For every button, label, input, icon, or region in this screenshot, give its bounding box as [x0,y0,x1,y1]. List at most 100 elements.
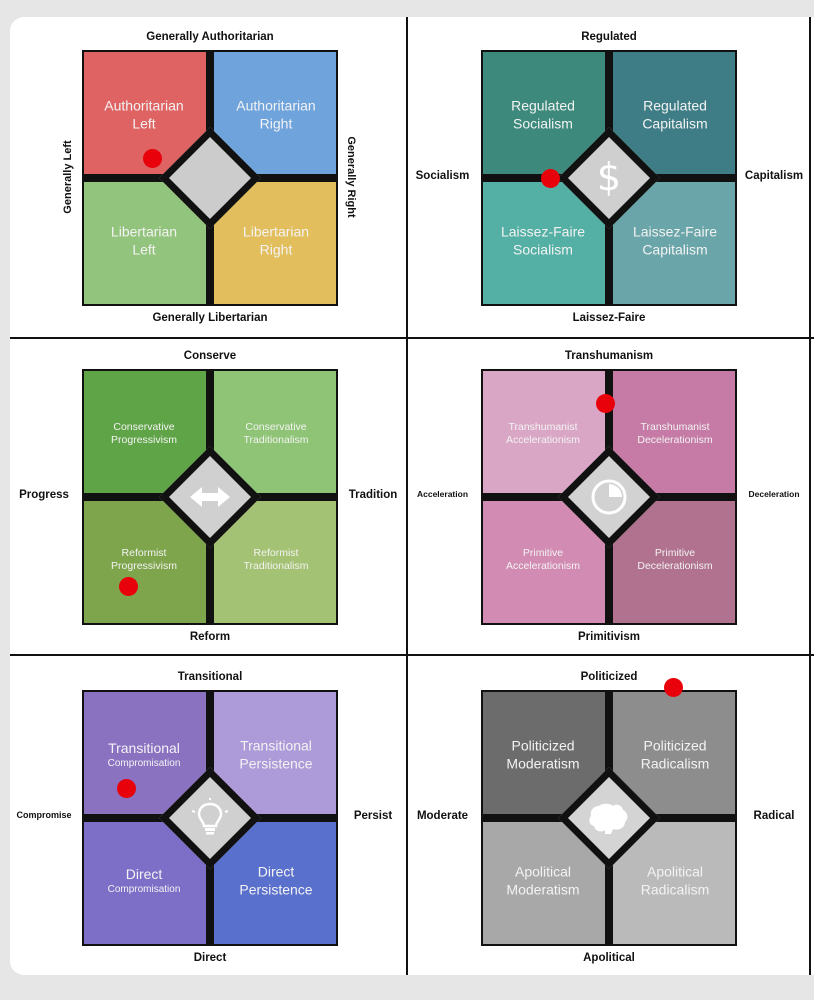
quadrant-label-line1: Apolitical [646,863,704,880]
position-marker [595,394,615,414]
axis-label-left: Acceleration [416,489,469,499]
quadrant-label-line2: Accelerationism [505,434,581,446]
position-marker [117,779,137,799]
axis-label-right: Radical [753,810,795,822]
axis-label-bottom: Generally Libertarian [152,312,268,324]
quadrant-label-line1: Transhumanist [640,420,710,433]
blank-icon [185,153,235,203]
quadrant-label-line2: Persistence [239,881,313,897]
axis-label-bottom: Apolitical [583,952,635,964]
axis-label-left: Progress [19,489,69,501]
quadrant-label-line1: Apolitical [514,863,572,880]
axis-label-left: Moderate [416,810,469,822]
quadrant-label-line2: Traditionalism [243,560,309,572]
quadrant-label-line2: Compromisation [107,757,181,769]
lightbulb-icon [185,793,235,843]
quadrant-label-line1: Authoritarian [104,97,184,114]
brain-icon [584,793,634,843]
axis-label-top: Conserve [183,350,237,362]
axis-label-bottom: Reform [189,631,231,643]
clock-icon [584,472,634,522]
position-marker [118,577,138,597]
quadrant-label-line2: Radicalism [640,881,710,897]
quadrant-label-line1: Transitional [108,740,180,756]
quadrant-label-line2: Persistence [239,755,313,771]
quadrant-label-line2: Right [259,241,293,257]
quadrant-label-line1: Transitional [240,737,312,754]
quadrant-label-line1: Direct [257,863,295,880]
axis-label-left: Generally Left [62,140,74,214]
quadrant-label-line1: Libertarian [242,223,310,240]
quadrant-label-line1: Libertarian [110,223,178,240]
axis-label-right: Capitalism [744,170,804,182]
axis-label-right: Persist [353,810,393,822]
quadrant-label-line1: Laissez-Faire [632,223,718,240]
quadrant-label-line1: Authoritarian [236,97,316,114]
quadrant-label-line1: Laissez-Faire [500,223,586,240]
quadrant-label-line2: Decelerationism [637,560,713,572]
quadrant-label-line2: Decelerationism [637,434,713,446]
axis-label-left: Socialism [415,170,470,182]
grid-divider-row2 [10,654,814,656]
quadrant-label-line1: Regulated [511,97,575,114]
quadrant-label-line2: Left [132,115,156,131]
quadrant-label-line1: Reformist [121,546,167,559]
position-marker [663,677,683,697]
quadrant-label-line2: Capitalism [642,241,708,257]
quadrant-label-line1: Primitive [654,546,696,559]
quadrant-label-line1: Regulated [643,97,707,114]
quadrant-label-line1: Conservative [245,420,307,433]
grid-divider-row1 [10,337,814,339]
axis-label-top: Regulated [581,31,637,43]
quadrant-label-line2: Left [132,241,156,257]
dollar-icon: $ [584,153,634,203]
quadrant-label-line2: Progressivism [111,434,177,446]
quadrant-label-line1: Reformist [253,546,299,559]
quadrant-label-line1: Politicized [643,737,707,754]
quadrant-label-line1: Politicized [511,737,575,754]
quadrant-label-line1: Direct [125,866,163,882]
axis-label-right: Generally Right [345,136,357,218]
axis-label-bottom: Primitivism [578,631,640,643]
svg-text:$: $ [597,156,621,199]
quadrant-label-line2: Moderatism [506,881,580,897]
quadrant-label-line2: Moderatism [506,755,580,771]
axis-label-right: Deceleration [748,489,800,499]
quadrant-label-line2: Compromisation [107,883,181,895]
quadrant-label-line2: Socialism [513,115,573,131]
axis-label-bottom: Laissez-Faire [572,312,646,324]
axis-label-right: Tradition [348,489,398,501]
axis-label-top: Transhumanism [564,350,654,362]
